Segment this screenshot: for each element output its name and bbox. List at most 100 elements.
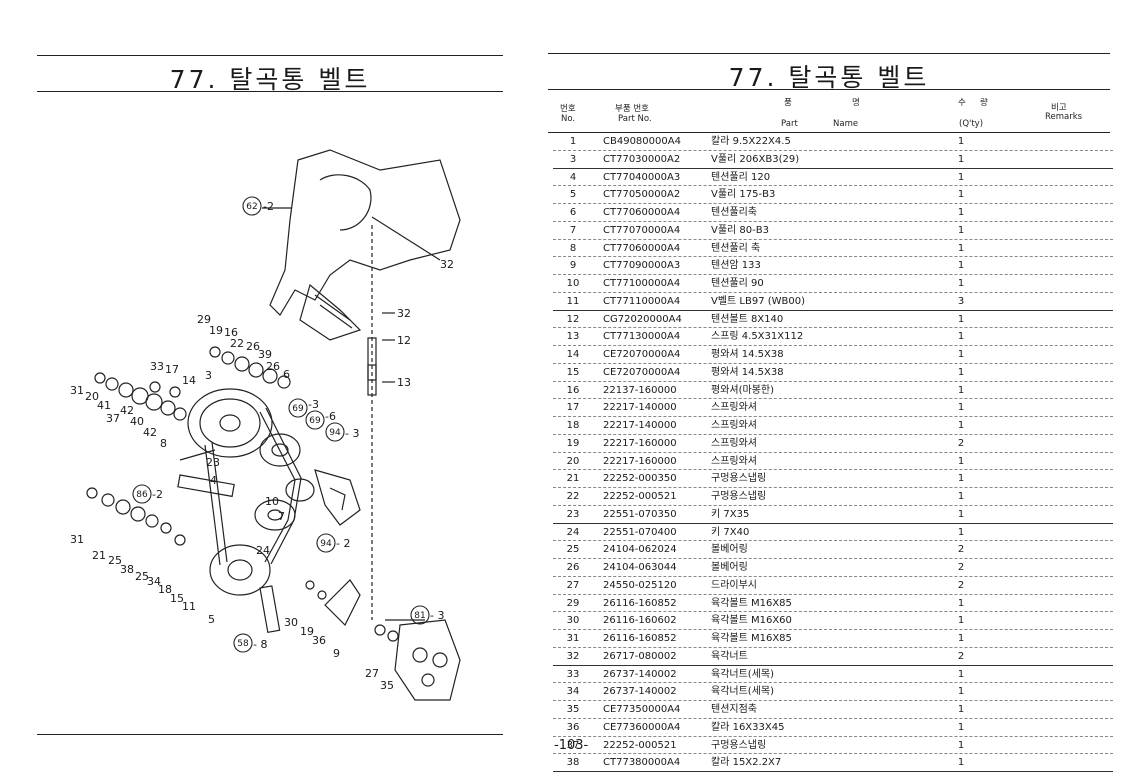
row-qty: 1 [957,420,965,431]
row-qty: 1 [957,384,965,396]
row-no: 14 [566,349,580,360]
part-label: 12 [397,334,411,347]
row-part-name: 스프링 4.5X31X112 [711,331,804,343]
row-qty: 2 [957,650,965,662]
part-label: 23 [206,456,220,469]
header-qty-ko-1: 수 [958,98,966,108]
callout-suffix: -2 [152,488,163,501]
header-name-ko-2: 명 [852,98,860,108]
callout-suffix: - 3 [345,427,359,440]
row-qty: 1 [957,473,965,485]
row-part-number: CT77050000A2 [603,189,681,201]
row-no: 12 [566,313,580,325]
row-part-number: 26116-160852 [603,633,677,644]
row-part-number: CE72070000A4 [603,349,681,360]
row-qty: 1 [957,704,965,715]
callout-circle-94a [325,422,345,442]
row-part-name: 볼베어링 [711,562,748,573]
part-label: 5 [208,613,215,626]
part-label: 15 [170,592,184,605]
row-part-name: 칼라 16X33X45 [711,721,785,733]
row-no: 32 [566,650,580,662]
callout-circle-81 [410,605,430,625]
row-qty: 1 [957,366,965,378]
row-part-number: CT77040000A3 [603,171,681,183]
callout-suffix: -6 [325,410,336,423]
left-page: 77. 탈곡통 벨트 [0,0,545,780]
row-no: 13 [566,331,580,343]
row-qty: 1 [957,136,965,147]
row-qty: 1 [957,189,965,201]
part-label: 6 [283,368,290,381]
part-label: 40 [130,415,144,428]
row-part-name: 텐션풀리 90 [711,278,764,289]
row-no: 38 [566,757,580,769]
row-no: 7 [569,224,577,236]
header-name-en-1: Part [781,119,798,129]
part-label: 32 [440,258,454,271]
row-part-name: 구멍용스냅링 [711,491,767,502]
part-label: 19 [209,324,223,337]
row-part-name: 키 7X40 [711,526,750,538]
row-part-number: 26737-140002 [603,668,677,680]
part-label: 42 [120,404,134,417]
part-label: 31 [70,533,84,546]
row-no: 11 [566,295,580,307]
row-no: 36 [566,721,580,733]
row-part-number: CB49080000A4 [603,136,681,147]
row-part-name: 텐션풀리 축 [711,242,761,254]
part-label: 30 [284,616,298,629]
row-part-number: CT77060000A4 [603,242,681,254]
row-part-name: 텐션암 133 [711,260,761,272]
row-qty: 2 [957,544,965,556]
row-part-name: 칼라 9.5X22X4.5 [711,136,791,147]
row-qty: 1 [957,349,965,360]
part-label: 26 [266,360,280,373]
callout-number: 86 [136,490,148,500]
row-part-name: 육각너트 [711,650,748,662]
part-label: 8 [160,437,167,450]
callout-suffix: - 8 [253,638,267,651]
row-part-number: CE77360000A4 [603,721,681,733]
part-label: 29 [197,313,211,326]
header-pn-ko: 부품 번호 [615,104,649,114]
callout-number: 69 [309,416,321,426]
part-label: 20 [85,390,99,403]
part-label: 17 [165,363,179,376]
row-no: 31 [566,633,580,644]
callout-suffix: -2 [263,200,274,213]
part-label: 27 [365,667,379,680]
callout-suffix: -3 [308,398,319,411]
part-label: 35 [380,679,394,692]
callout-circle-86 [132,484,152,504]
row-part-name: 구멍용스냅링 [711,739,767,751]
row-part-name: 텐션풀리축 [711,207,757,218]
row-qty: 1 [957,278,965,289]
row-part-number: CT77090000A3 [603,260,681,272]
row-qty: 1 [957,721,965,733]
row-part-name: V풀리 206XB3(29) [711,153,800,165]
part-label: 10 [265,495,279,508]
callout-number: 62 [246,202,257,212]
callout-circle-69a [288,398,308,418]
page-title: 77. 탈곡통 벨트 [169,65,371,94]
header-pn-en: Part No. [618,114,652,124]
row-part-name: 구멍용스냅링 [711,473,767,485]
row-part-name: 스프링와셔 [711,402,757,414]
part-label: 14 [182,374,196,387]
row-part-name: 육각볼트 M16X85 [711,597,792,609]
table-row: 36 CE77360000A4 칼라 16X33X45 1 [553,719,1113,737]
